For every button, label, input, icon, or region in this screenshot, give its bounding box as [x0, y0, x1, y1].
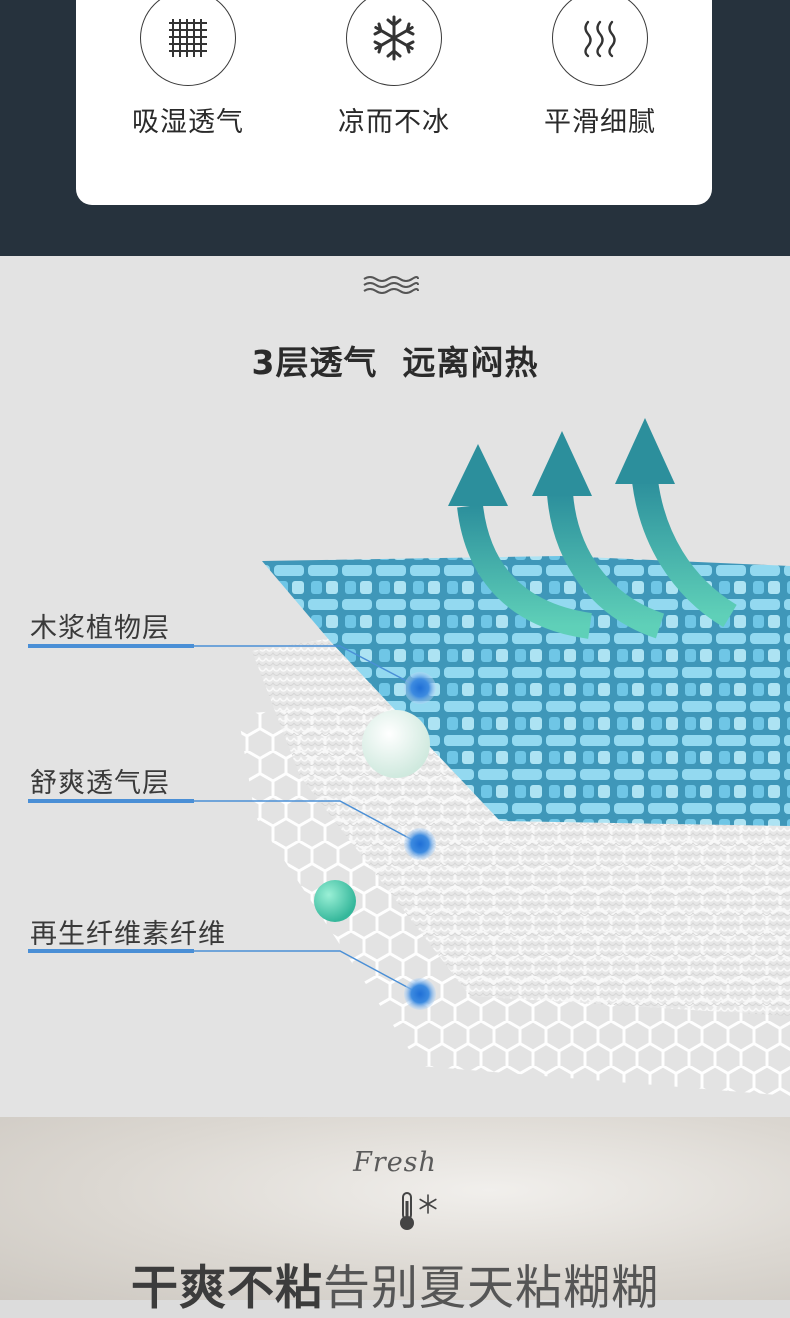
bubble	[314, 880, 356, 922]
feature-cool: 凉而不冰	[304, 0, 484, 160]
feature-label: 平滑细腻	[544, 107, 656, 138]
airflow-arrows	[448, 418, 737, 639]
feature-smooth: 平滑细腻	[510, 0, 690, 160]
section-title: 3层透气 远离闷热	[251, 343, 539, 382]
feature-icon-circle	[552, 0, 648, 86]
feature-icon-circle	[140, 0, 236, 86]
heat-waves-icon	[584, 20, 616, 58]
feature-icon-circle	[346, 0, 442, 86]
callout-dot	[404, 828, 436, 860]
callout-dot	[404, 978, 436, 1010]
feature-label: 凉而不冰	[338, 107, 450, 138]
top-dark-band: 吸湿透气 凉而不冰	[0, 0, 790, 256]
headline-bold: 干爽不粘	[131, 1261, 323, 1316]
layer-label-breathable: 舒爽透气层	[30, 768, 170, 799]
thermometer-snowflake-icon	[400, 1192, 437, 1230]
layer-label-wood-pulp: 木浆植物层	[30, 613, 170, 644]
snowflake-icon	[373, 15, 415, 61]
bubble	[362, 710, 430, 778]
headline-light: 告别夏天粘糊糊	[323, 1261, 659, 1316]
feature-label: 吸湿透气	[132, 107, 244, 138]
wave-icon	[363, 276, 419, 294]
layers-section: 3层透气 远离闷热	[0, 256, 790, 1117]
fabric-layers-illustration	[28, 418, 790, 1096]
feature-breathable: 吸湿透气	[98, 0, 278, 160]
feature-card: 吸湿透气 凉而不冰	[76, 0, 712, 205]
layer-label-regenerated-fiber: 再生纤维素纤维	[30, 919, 226, 950]
callout-dot	[404, 672, 436, 704]
grid-icon	[169, 19, 207, 57]
fresh-headline: 干爽不粘告别夏天粘糊糊	[0, 1249, 790, 1318]
fresh-script-word: Fresh	[353, 1147, 437, 1178]
fresh-section: Fresh 干爽不粘告别夏天粘糊糊	[0, 1117, 790, 1316]
